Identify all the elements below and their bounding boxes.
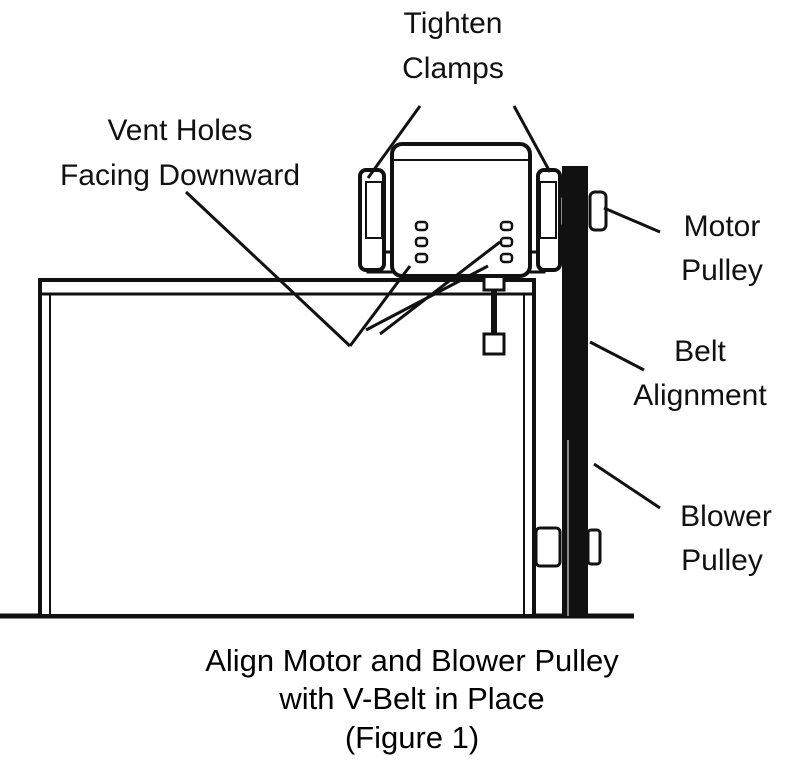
label-tighten-clamps-line1: Tighten bbox=[404, 7, 503, 40]
leader-belt-alignment bbox=[589, 340, 645, 372]
label-tighten-clamps-line2: Clamps bbox=[402, 52, 504, 85]
leader-tighten-right bbox=[512, 105, 552, 173]
vent-hole bbox=[499, 252, 514, 264]
caption-line1: Align Motor and Blower Pulley bbox=[205, 643, 619, 678]
blower-pulley bbox=[534, 526, 602, 568]
vent-hole bbox=[499, 220, 514, 232]
caption-line3: (Figure 1) bbox=[345, 720, 479, 755]
label-motor-pulley-line1: Motor bbox=[684, 210, 761, 243]
label-blower-pulley-line1: Blower bbox=[680, 500, 772, 533]
vent-hole bbox=[414, 220, 429, 232]
label-belt-alignment-line1: Belt bbox=[674, 335, 726, 368]
leader-vent-a bbox=[184, 190, 352, 348]
leader-vent-b bbox=[348, 265, 412, 347]
leader-blower-pulley bbox=[593, 462, 661, 510]
label-vent-holes-line2: Facing Downward bbox=[60, 159, 300, 192]
label-motor-pulley-line2: Pulley bbox=[681, 254, 763, 287]
caption-line2: with V-Belt in Place bbox=[278, 681, 544, 716]
motor bbox=[358, 142, 562, 278]
blower-housing bbox=[38, 278, 536, 618]
leader-motor-pulley bbox=[603, 206, 661, 234]
vent-hole bbox=[414, 252, 429, 264]
label-belt-alignment-line2: Alignment bbox=[633, 379, 767, 412]
vent-hole bbox=[414, 236, 429, 248]
label-blower-pulley-line2: Pulley bbox=[681, 544, 763, 577]
v-belt bbox=[562, 166, 588, 618]
label-vent-holes-line1: Vent Holes bbox=[107, 114, 252, 147]
vent-hole bbox=[499, 236, 514, 248]
leader-vent-d bbox=[379, 240, 501, 336]
leader-tighten-left bbox=[366, 105, 422, 179]
leader-lines bbox=[184, 105, 661, 510]
